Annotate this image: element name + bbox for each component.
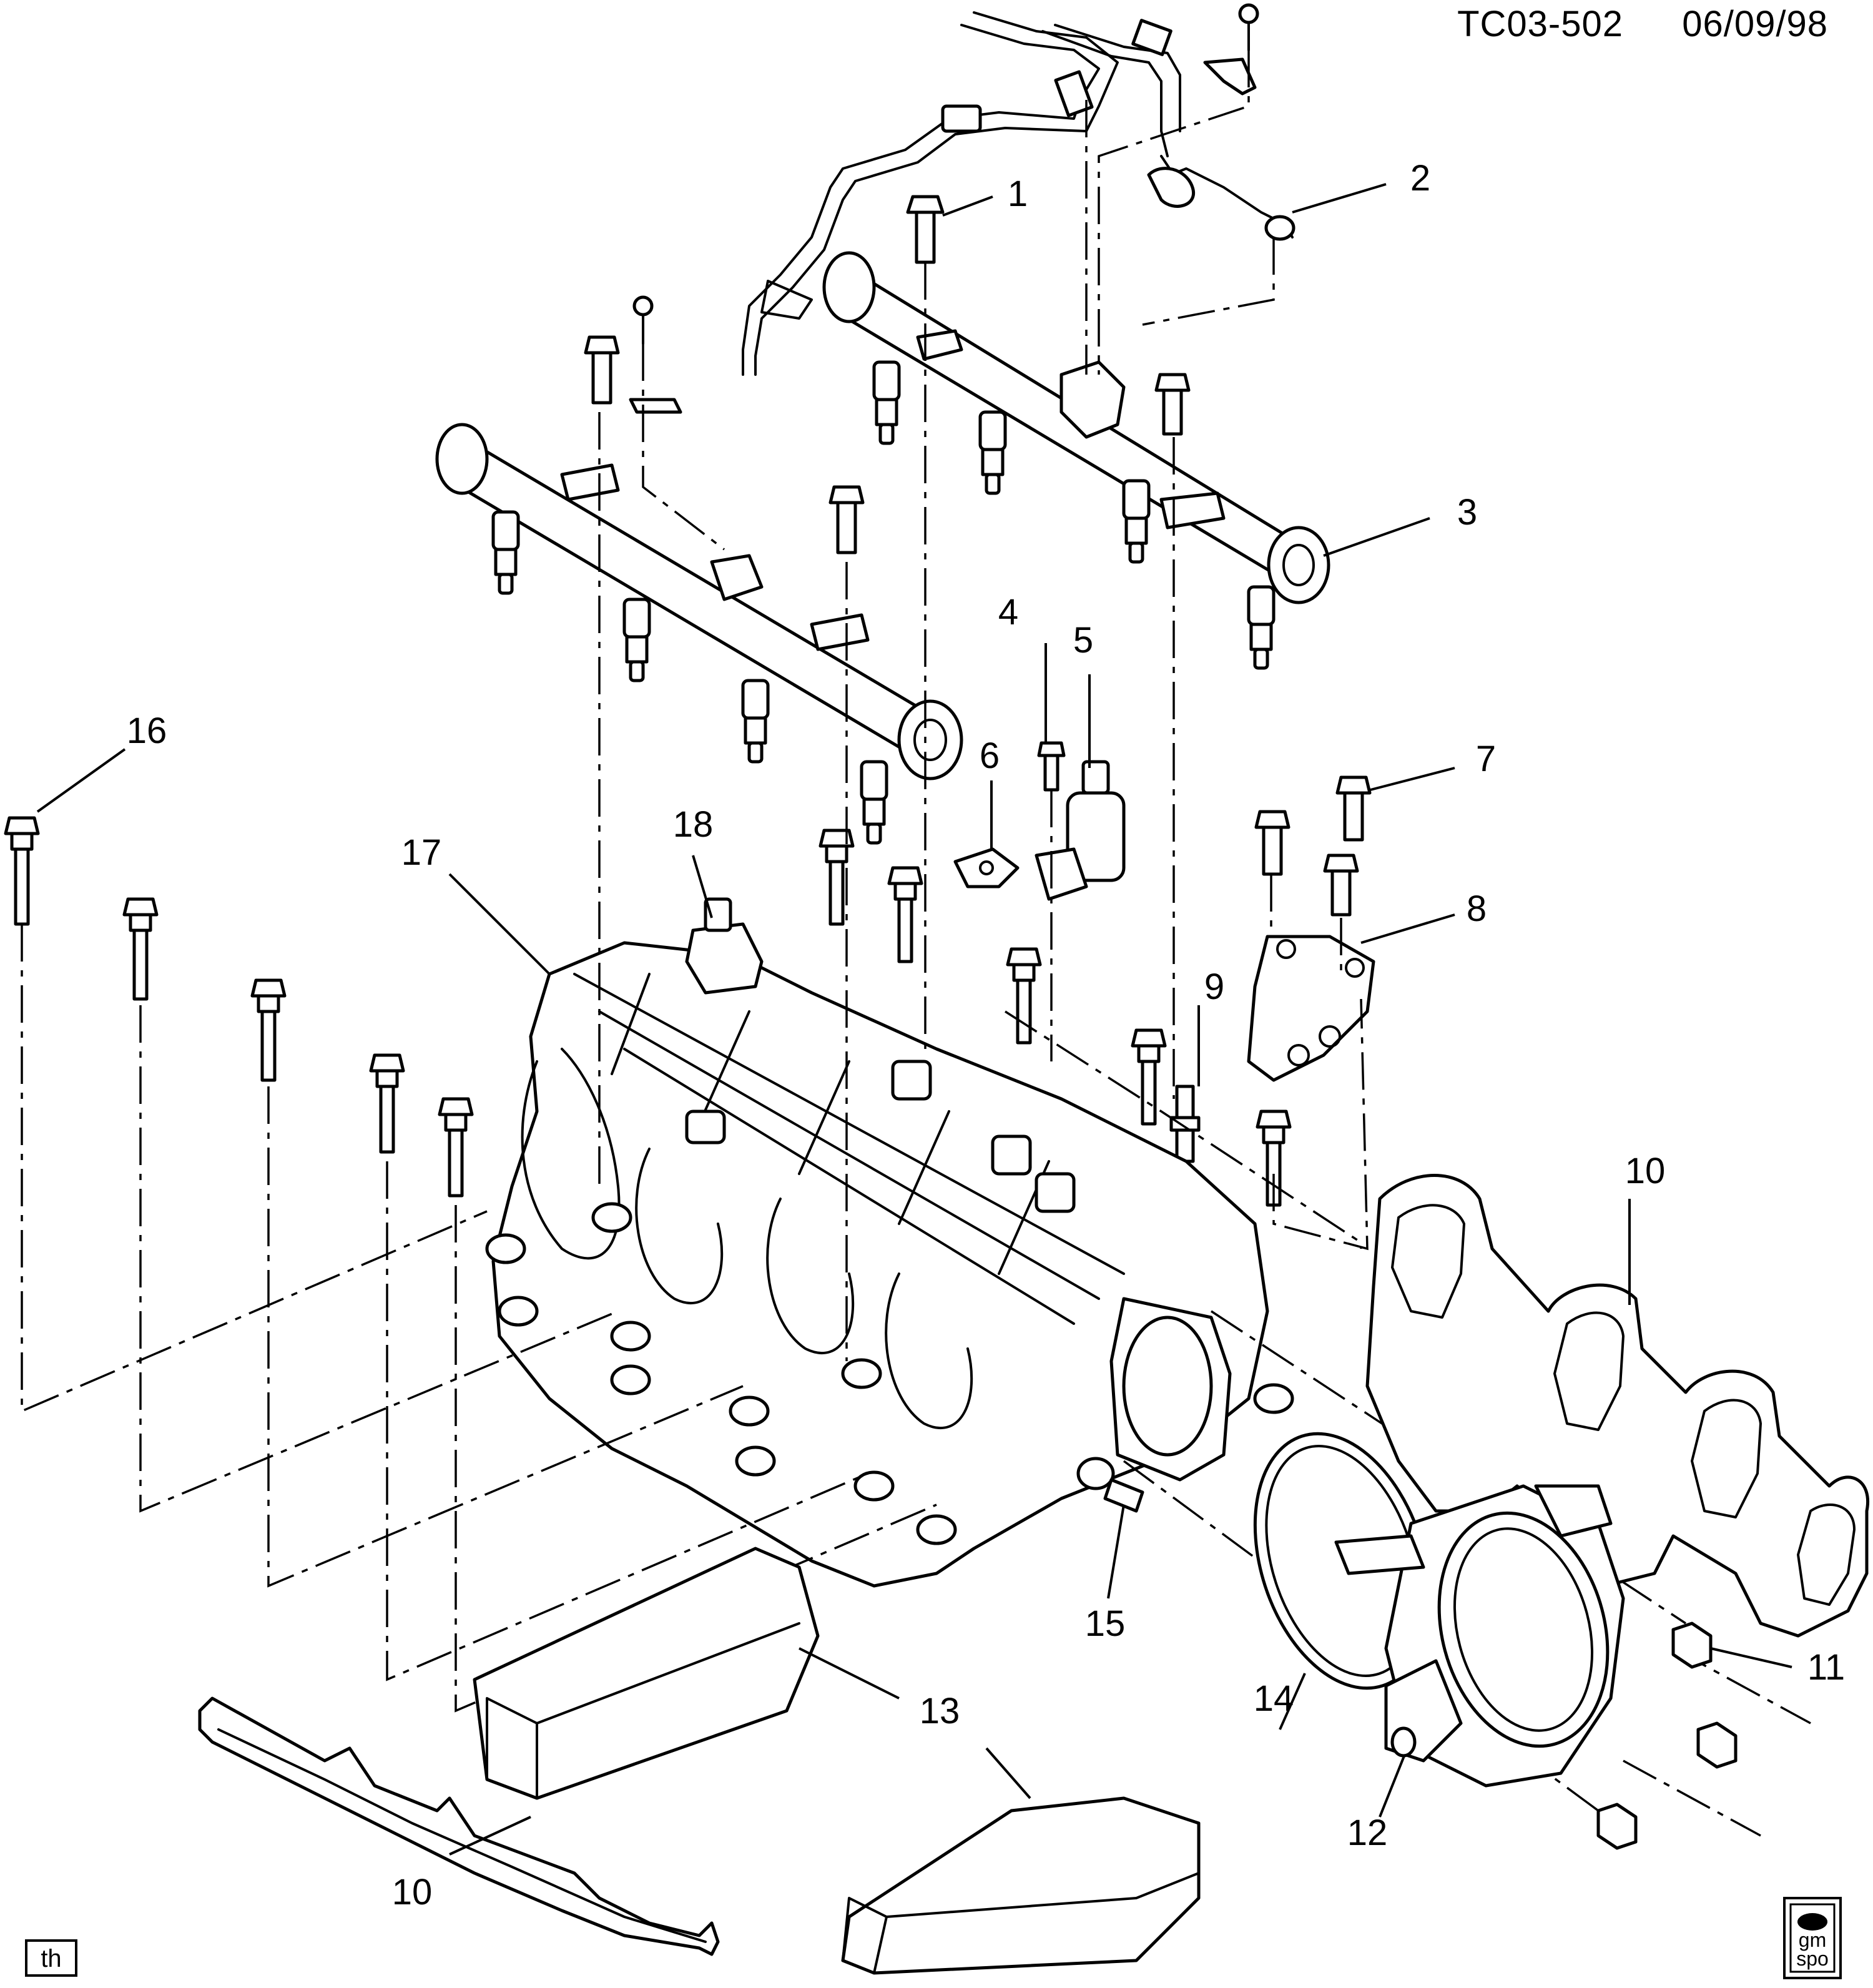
callout-8: 8 [1467,888,1487,929]
screw-left-rail [629,295,682,414]
manifold-bosses [685,1060,1076,1213]
callout-12: 12 [1347,1813,1388,1853]
callout-11: 11 [1807,1647,1845,1688]
bolt-1 [906,195,945,264]
sensor-5 [1035,760,1126,901]
callout-3: 3 [1457,492,1477,533]
sensor-15 [1076,1457,1144,1513]
screw-top [1238,3,1259,51]
bolt-rail-right [1154,373,1191,436]
bolt-rail-left [584,335,865,554]
cover-13-upper [473,1547,820,1800]
fuel-injectors-right [872,360,1276,670]
bolt-bracket-b [1323,854,1359,917]
illustrator-code: th [41,1945,61,1972]
fuel-injectors-left [491,510,888,845]
callout-5: 5 [1073,620,1093,661]
nuts-11 [1596,1621,1738,1850]
stud-9 [1169,1085,1201,1163]
manifold-gasket-left [198,1696,720,1956]
callout-10-left: 10 [392,1872,433,1912]
throttle-body [1334,1484,1625,1788]
drawing-date: 06/09/98 [1682,4,1828,44]
fuel-feed-pipe [742,11,1181,376]
bracket-8 [1247,935,1375,1082]
intake-manifold [485,897,1294,1588]
pressure-regulator-clip [1203,57,1257,96]
callout-18: 18 [673,804,714,845]
callout-15: 15 [1085,1603,1126,1644]
bolt-12 [1390,1726,1417,1758]
callout-14: 14 [1254,1678,1294,1719]
manifold-mount-feet [485,1202,1294,1545]
callout-6: 6 [980,736,1000,776]
manifold-bolts-16 [4,816,1292,1207]
callout-16: 16 [127,711,167,751]
fuel-rail-left [435,423,963,780]
fuel-line-part-2 [1147,167,1295,241]
gm-spo-logo-emblem [1797,1913,1827,1931]
callout-13: 13 [920,1691,960,1731]
fuel-rail-right [822,251,1330,604]
bolt-4 [1037,741,1066,792]
callout-10-right: 10 [1625,1151,1666,1191]
gm-spo-logo: gm spo [1783,1897,1842,1979]
bolt-7 [1335,775,1372,842]
drawing-id: TC03-502 [1457,4,1623,44]
callout-17: 17 [401,832,442,873]
pressure-regulator [1059,360,1126,439]
callout-9: 9 [1204,967,1224,1007]
logo-line-1: gm [1799,1929,1826,1951]
throttle-flange [1109,1297,1232,1482]
sensor-6 [953,847,1020,888]
leader-lines [36,183,1792,1856]
logo-line-2: spo [1796,1947,1829,1970]
callout-7: 7 [1476,739,1496,779]
illustrator-code-box: th [25,1939,77,1977]
callout-4: 4 [998,592,1018,632]
callout-1: 1 [1008,174,1028,214]
cover-13-lower [841,1796,1201,1975]
callout-2: 2 [1410,158,1430,199]
manifold-gasket-right [1365,1174,1869,1638]
bolt-bracket-a [1254,810,1290,876]
map-sensor-18 [685,897,764,995]
